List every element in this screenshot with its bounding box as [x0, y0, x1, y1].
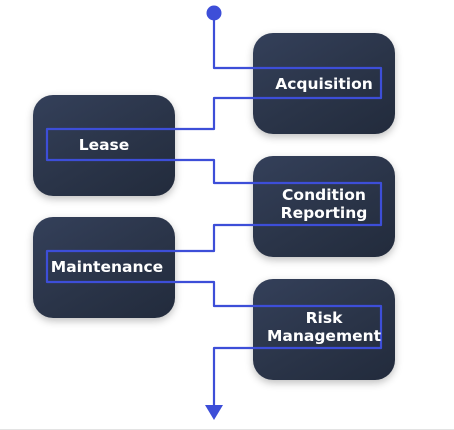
stage-label-condition-reporting: Condition Reporting — [280, 186, 368, 222]
stage-box-acquisition — [253, 33, 395, 134]
stage-label-acquisition: Acquisition — [275, 75, 373, 93]
stage-box-condition-reporting — [253, 156, 395, 257]
stage-label-maintenance: Maintenance — [50, 258, 164, 276]
flow-start-dot — [206, 5, 222, 21]
flow-end-arrow-icon — [205, 405, 223, 420]
flow-connector-line — [45, 11, 383, 408]
stage-box-lease — [33, 95, 175, 196]
stage-box-risk-management — [253, 279, 395, 380]
stage-label-risk-management: Risk Management — [266, 309, 382, 345]
stage-box-maintenance — [33, 217, 175, 318]
stage-label-lease: Lease — [78, 136, 130, 154]
